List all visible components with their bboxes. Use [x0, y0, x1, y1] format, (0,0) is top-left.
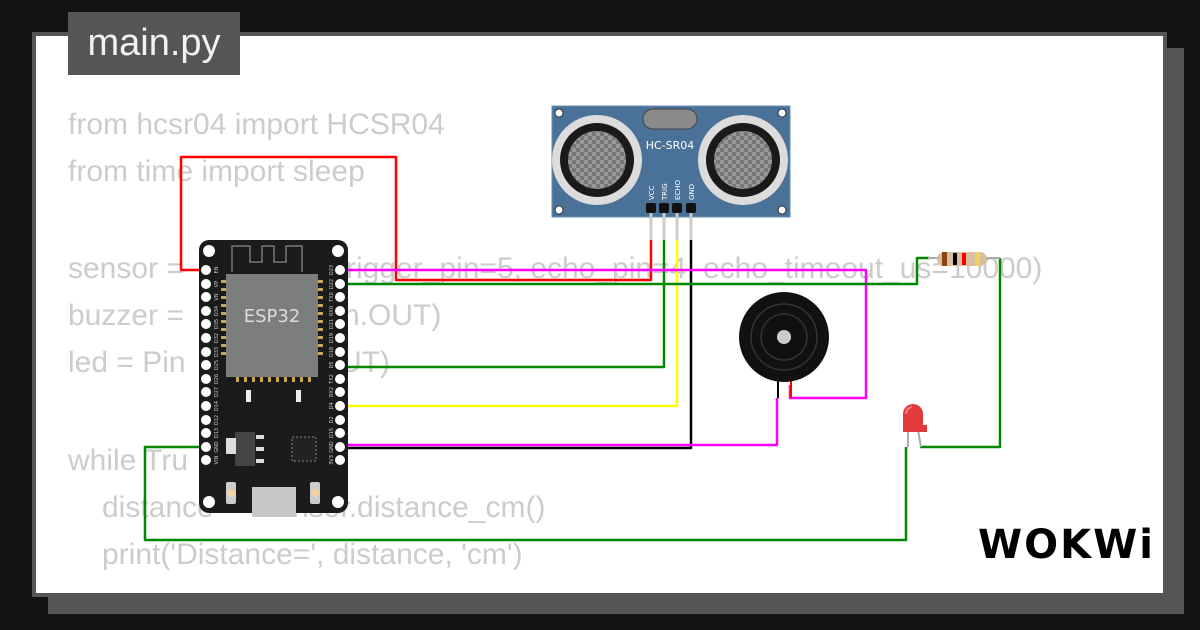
board-pin-label: D26	[214, 374, 220, 384]
board-pin-label: D2	[329, 416, 335, 423]
code-line: print('Distance=', distance, 'cm')	[102, 538, 523, 571]
board-pin-label: D5	[329, 361, 335, 368]
board-pin-label: D14	[214, 401, 220, 411]
board-pin-label: TX0	[329, 292, 335, 303]
board-pin-label: D12	[214, 415, 220, 425]
code-line: n.OUT)	[343, 299, 442, 332]
resistor[interactable]	[928, 252, 1000, 266]
wire-trig	[340, 240, 666, 369]
board-pin-label: D13	[214, 428, 220, 438]
wire-echo	[340, 240, 679, 408]
transducer-right	[698, 115, 788, 205]
wire-led	[920, 258, 1002, 449]
pin-label: VCC	[648, 185, 656, 200]
board-pin-label: EN	[214, 266, 220, 273]
board-pin-label: D21	[329, 319, 335, 329]
pin-label: TRIG	[661, 183, 669, 201]
board-pin-label: D22	[329, 279, 335, 289]
pin-label: GND	[688, 184, 696, 200]
code-line: UT)	[340, 346, 390, 379]
board-pin-label: VN	[214, 293, 220, 300]
wire-resistor	[340, 256, 930, 286]
transducer-left	[552, 115, 642, 205]
hcsr04-sensor[interactable]: HC-SR04 VCC TRIG ECHO GND	[551, 105, 791, 240]
board-pin-label: GND	[329, 441, 335, 453]
esp32-chip	[226, 274, 318, 377]
board-pin-label: D34	[214, 306, 220, 316]
board-pin-label: D15	[329, 428, 335, 438]
board-pin-label: D18	[329, 347, 335, 357]
code-line: from hcsr04 import HCSR04	[68, 108, 445, 141]
board-pin-label: D32	[214, 333, 220, 343]
board-pin-label: VP	[214, 281, 220, 287]
pin-label: ECHO	[674, 179, 682, 200]
board-pin-label: D27	[214, 387, 220, 397]
board-pin-label: D35	[214, 319, 220, 329]
code-line: led = Pin	[68, 346, 186, 379]
board-pin-label: D23	[329, 265, 335, 275]
code-line: sensor =	[68, 252, 193, 285]
board-pin-label: D25	[214, 360, 220, 370]
board-label: ESP32	[244, 306, 301, 327]
wire-vcc	[179, 155, 653, 282]
wires	[143, 155, 1002, 542]
board-pin-label: RX2	[329, 387, 335, 397]
buzzer[interactable]	[739, 292, 829, 398]
code-line: while Tru	[68, 444, 189, 477]
code-line: from time import sleep	[68, 155, 365, 188]
board-pin-label: VIN	[214, 455, 220, 464]
red-led[interactable]	[903, 404, 927, 448]
sensor-label: HC-SR04	[646, 139, 695, 152]
esp32-board[interactable]: ESP32 ENVPVND34D35D32D33D25D26D27D14D12D…	[199, 240, 348, 517]
board-pin-label: TX2	[329, 374, 335, 385]
board-pin-label: GND	[214, 441, 220, 453]
file-tab[interactable]: main.py	[68, 12, 240, 75]
wokwi-logo: WOKWi	[978, 522, 1155, 568]
wire-buzzer-neg	[340, 398, 779, 447]
board-pin-label: RX0	[329, 306, 335, 316]
board-pin-label: D33	[214, 347, 220, 357]
code-line: buzzer =	[68, 299, 193, 332]
board-pin-label: D4	[329, 402, 335, 409]
board-pin-label: D19	[329, 333, 335, 343]
wire-led-gnd	[143, 445, 908, 542]
code-line: distance	[102, 491, 214, 524]
pin-headers	[201, 265, 345, 465]
board-pin-label: 3V3	[329, 455, 335, 465]
wire-gnd-sensor	[340, 240, 693, 450]
